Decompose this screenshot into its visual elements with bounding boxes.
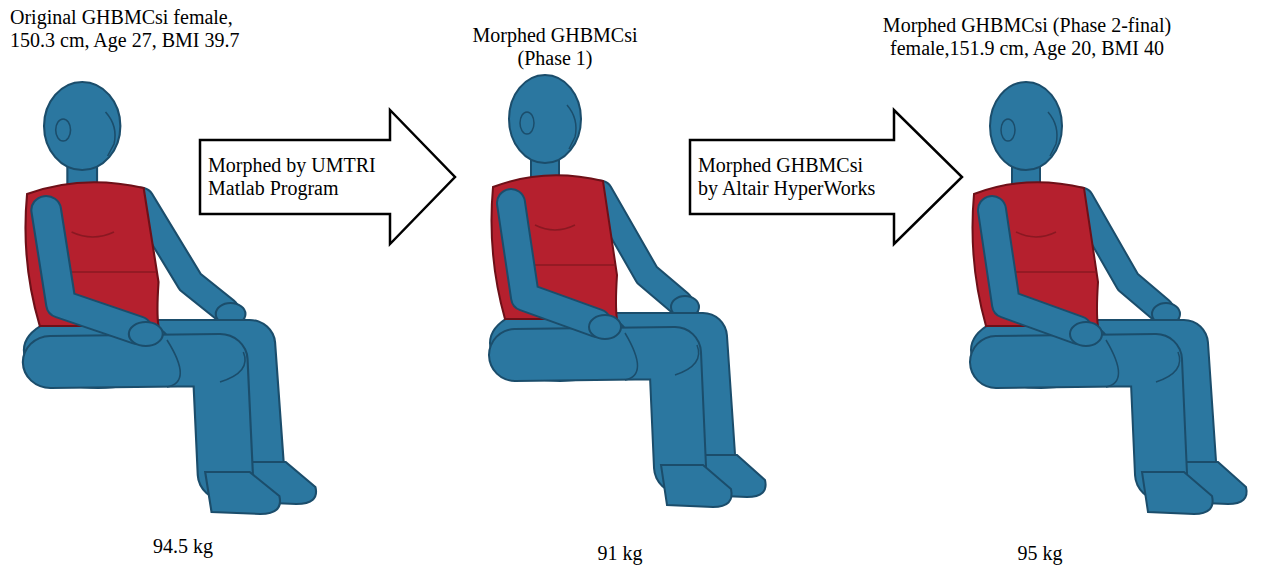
model-mass: 95 kg	[1018, 542, 1063, 565]
arrow-label: Morphed by UMTRI Matlab Program	[208, 154, 408, 200]
model-panel: Morphed GHBMCsi (Phase 1) 91 kg	[455, 4, 690, 564]
arrow-label: Morphed GHBMCsi by Altair HyperWorks	[698, 154, 884, 200]
model-title: Morphed GHBMCsi (Phase 1)	[460, 24, 650, 70]
model-title: Morphed GHBMCsi (Phase 2-final) female,1…	[862, 14, 1192, 60]
model-panel: Original GHBMCsi female, 150.3 cm, Age 2…	[8, 4, 200, 564]
block-arrow	[690, 110, 962, 244]
model-mass: 91 kg	[598, 542, 643, 565]
model-panel: Morphed GHBMCsi (Phase 2-final) female,1…	[962, 4, 1260, 564]
phase2-model-figure	[971, 82, 1247, 514]
model-mass: 94.5 kg	[153, 535, 213, 558]
block-arrow	[200, 110, 455, 244]
model-title: Original GHBMCsi female, 150.3 cm, Age 2…	[10, 6, 272, 52]
